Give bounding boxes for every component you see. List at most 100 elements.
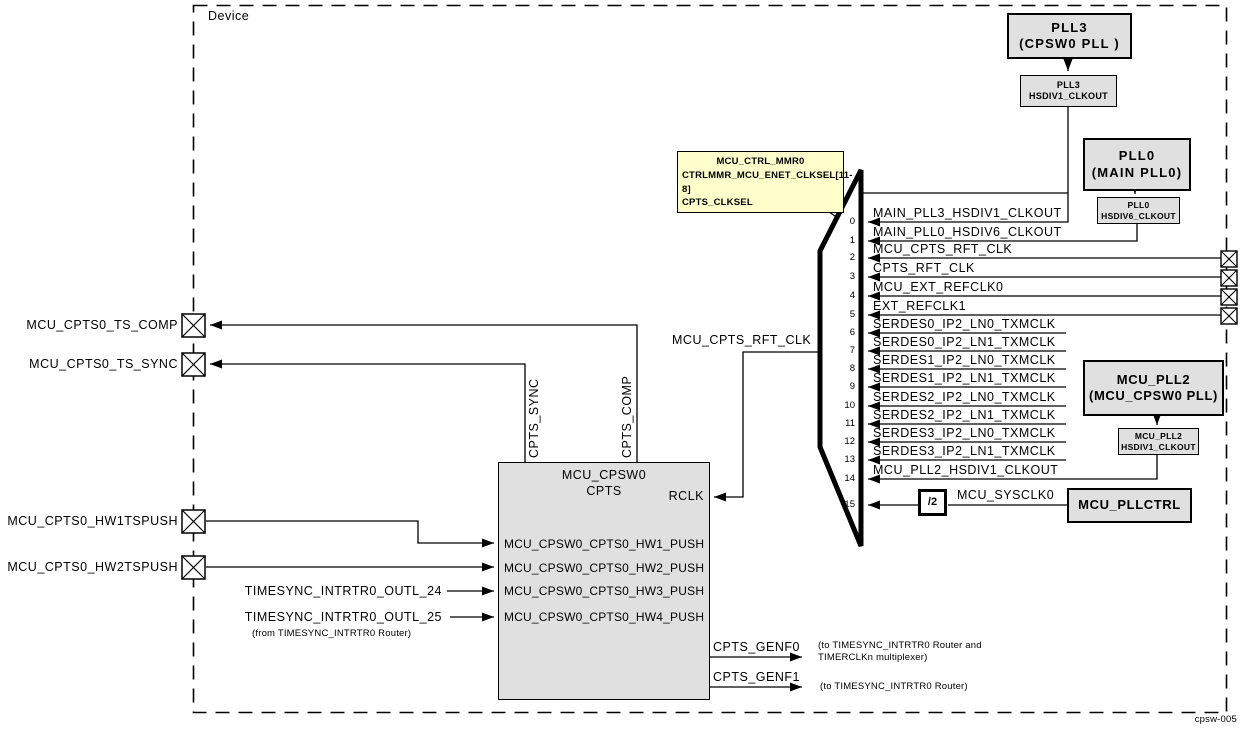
mux-in6-label: SERDES0_IP2_LN0_TXMCLK	[873, 317, 1056, 331]
pll3-title: PLL3	[1051, 19, 1088, 35]
mux-sel-8: 8	[849, 363, 855, 374]
pll0-hsdiv-block: PLL0 HSDIV6_CLKOUT	[1097, 197, 1180, 224]
mux-in7-label: SERDES0_IP2_LN1_TXMCLK	[873, 335, 1056, 349]
pll0-block: PLL0 (MAIN PLL0)	[1083, 138, 1191, 191]
io-pad-ts-sync-icon	[181, 352, 206, 382]
pll0-title: PLL0	[1118, 148, 1156, 164]
pad-label-ts-comp: MCU_CPTS0_TS_COMP	[26, 318, 178, 332]
wire-mux-output-rclk	[714, 351, 821, 502]
pll3-hsdiv-line2: HSDIV1_CLKOUT	[1029, 91, 1108, 101]
mcu-sysclk0-label: MCU_SYSCLK0	[957, 488, 1055, 502]
divide-by-2-label: /2	[927, 495, 938, 508]
mux-sel-1: 1	[849, 235, 855, 246]
mux-in11-label: SERDES2_IP2_LN1_TXMCLK	[873, 408, 1056, 422]
mux-sel-0: 0	[849, 216, 855, 227]
pll0-hsdiv-line2: HSDIV6_CLKOUT	[1101, 210, 1176, 221]
wire-cpts-sync	[210, 359, 526, 462]
cpts-hw4-port: MCU_CPSW0_CPTS0_HW4_PUSH	[504, 610, 705, 624]
io-pad-mcu-ext-refclk0-icon	[1220, 288, 1238, 311]
mux-sel-5: 5	[849, 309, 855, 320]
mux-sel-11: 11	[845, 418, 855, 429]
mux-sel-9: 9	[849, 381, 855, 392]
mux-output-label: MCU_CPTS_RFT_CLK	[672, 333, 812, 347]
pll3-hsdiv-block: PLL3 HSDIV1_CLKOUT	[1020, 75, 1117, 107]
mux-sel-2: 2	[849, 252, 855, 263]
mcu-pllctrl-title: MCU_PLLCTRL	[1078, 497, 1181, 513]
wire-hw1-push	[206, 520, 494, 548]
mcu-pll2-block: MCU_PLL2 (MCU_CPSW0 PLL)	[1083, 360, 1224, 416]
mux-in0-label: MAIN_PLL3_HSDIV1_CLKOUT	[873, 206, 1062, 220]
note-line1: MCU_CTRL_MMR0	[716, 156, 805, 167]
mcu-pllctrl-block: MCU_PLLCTRL	[1067, 488, 1192, 523]
wire-mux-in0	[868, 105, 1069, 227]
cpts-hw3-port: MCU_CPSW0_CPTS0_HW3_PUSH	[504, 584, 705, 598]
io-pad-hw1tspush-icon	[181, 509, 206, 539]
timesync-outl25-label: TIMESYNC_INTRTR0_OUTL_25	[244, 610, 442, 624]
mux-in8-label: SERDES1_IP2_LN0_TXMCLK	[873, 353, 1056, 367]
pad-label-hw1tspush: MCU_CPTS0_HW1TSPUSH	[7, 514, 178, 528]
cpts-comp-label: CPTS_COMP	[620, 375, 634, 458]
cpts-title-line1: MCU_CPSW0	[561, 468, 647, 482]
note-line3: CPTS_CLKSEL	[682, 197, 753, 209]
genf0-annotation-line1: (to TIMESYNC_INTRTR0 Router and	[818, 640, 982, 651]
pll3-hsdiv-line1: PLL3	[1056, 80, 1081, 91]
cpts-hw2-port: MCU_CPSW0_CPTS0_HW2_PUSH	[504, 561, 705, 575]
mux-sel-15: 15	[844, 499, 855, 510]
mux-sel-4: 4	[849, 290, 855, 301]
genf0-label: CPTS_GENF0	[713, 640, 800, 654]
mux-sel-13: 13	[844, 454, 855, 465]
mux-in10-label: SERDES2_IP2_LN0_TXMCLK	[873, 390, 1056, 404]
mux-sel-14: 14	[844, 473, 855, 484]
pll3-block: PLL3 (CPSW0 PLL )	[1007, 13, 1132, 59]
device-boundary	[192, 4, 1228, 714]
mcu-pll2-hsdiv-line2: HSDIV1_CLKOUT	[1121, 441, 1196, 452]
mux-sel-6: 6	[849, 327, 855, 338]
genf1-label: CPTS_GENF1	[713, 670, 800, 684]
mcu-pll2-hsdiv-block: MCU_PLL2 HSDIV1_CLKOUT	[1118, 428, 1199, 455]
note-line2: CTRLMMR_MCU_ENET_CLKSEL[11-8]	[682, 169, 853, 195]
mux-in1-label: MAIN_PLL0_HSDIV6_CLKOUT	[873, 225, 1062, 239]
io-pad-hw2tspush-icon	[181, 555, 206, 585]
mux-sel-12: 12	[844, 436, 855, 447]
mux-sel-7: 7	[849, 345, 855, 356]
mux-shape	[817, 168, 864, 547]
clksel-note-box: MCU_CTRL_MMR0 CTRLMMR_MCU_ENET_CLKSEL[11…	[677, 151, 853, 214]
mcu-pll2-subtitle: (MCU_CPSW0 PLL)	[1089, 388, 1218, 403]
mcu-cpsw0-cpts-block: MCU_CPSW0 CPTS	[498, 462, 710, 700]
divide-by-2-block: /2	[918, 489, 947, 516]
io-pad-cpts-rft-clk-icon	[1220, 269, 1238, 292]
cpts-rclk-port: RCLK	[668, 489, 704, 503]
mux-in13-label: SERDES3_IP2_LN1_TXMCLK	[873, 444, 1056, 458]
pad-label-hw2tspush: MCU_CPTS0_HW2TSPUSH	[7, 560, 178, 574]
cpts-title-line2: CPTS	[586, 483, 622, 498]
genf1-annotation: (to TIMESYNC_INTRTR0 Router)	[820, 681, 968, 692]
mux-in2-label: MCU_CPTS_RFT_CLK	[873, 242, 1013, 256]
mcu-pll2-title: MCU_PLL2	[1116, 371, 1191, 387]
mux-in14-label: MCU_PLL2_HSDIV1_CLKOUT	[873, 463, 1059, 477]
wire-mux-in1	[868, 222, 1138, 246]
timesync-outl24-label: TIMESYNC_INTRTR0_OUTL_24	[244, 584, 442, 598]
mux-in5-label: EXT_REFCLK1	[873, 299, 967, 313]
wire-mux-in14	[868, 453, 1158, 484]
cpts-sync-label: CPTS_SYNC	[527, 378, 541, 458]
pll0-hsdiv-line1: PLL0	[1127, 200, 1150, 211]
pll3-subtitle: (CPSW0 PLL )	[1019, 36, 1120, 51]
mux-in4-label: MCU_EXT_REFCLK0	[873, 280, 1004, 294]
mux-sel-3: 3	[849, 271, 855, 282]
device-label: Device	[208, 9, 250, 23]
mux-in3-label: CPTS_RFT_CLK	[873, 261, 975, 275]
genf0-annotation: (to TIMESYNC_INTRTR0 Router and TIMERCLK…	[818, 640, 982, 664]
io-pad-ext-refclk1-icon	[1220, 307, 1238, 330]
mux-sel-10: 10	[844, 400, 855, 411]
io-pad-ts-comp-icon	[181, 313, 206, 343]
mux-in12-label: SERDES3_IP2_LN0_TXMCLK	[873, 426, 1056, 440]
io-pad-mcu-cpts-rft-clk-icon	[1220, 250, 1238, 273]
genf0-annotation-line2: TIMERCLKn multiplexer)	[818, 652, 928, 663]
pll0-subtitle: (MAIN PLL0)	[1091, 164, 1183, 180]
pad-label-ts-sync: MCU_CPTS0_TS_SYNC	[29, 357, 178, 371]
figure-id: cpsw-005	[1194, 714, 1237, 725]
timesync-source-note: (from TIMESYNC_INTRTR0 Router)	[252, 628, 412, 639]
wire-cpts-comp	[210, 320, 638, 462]
